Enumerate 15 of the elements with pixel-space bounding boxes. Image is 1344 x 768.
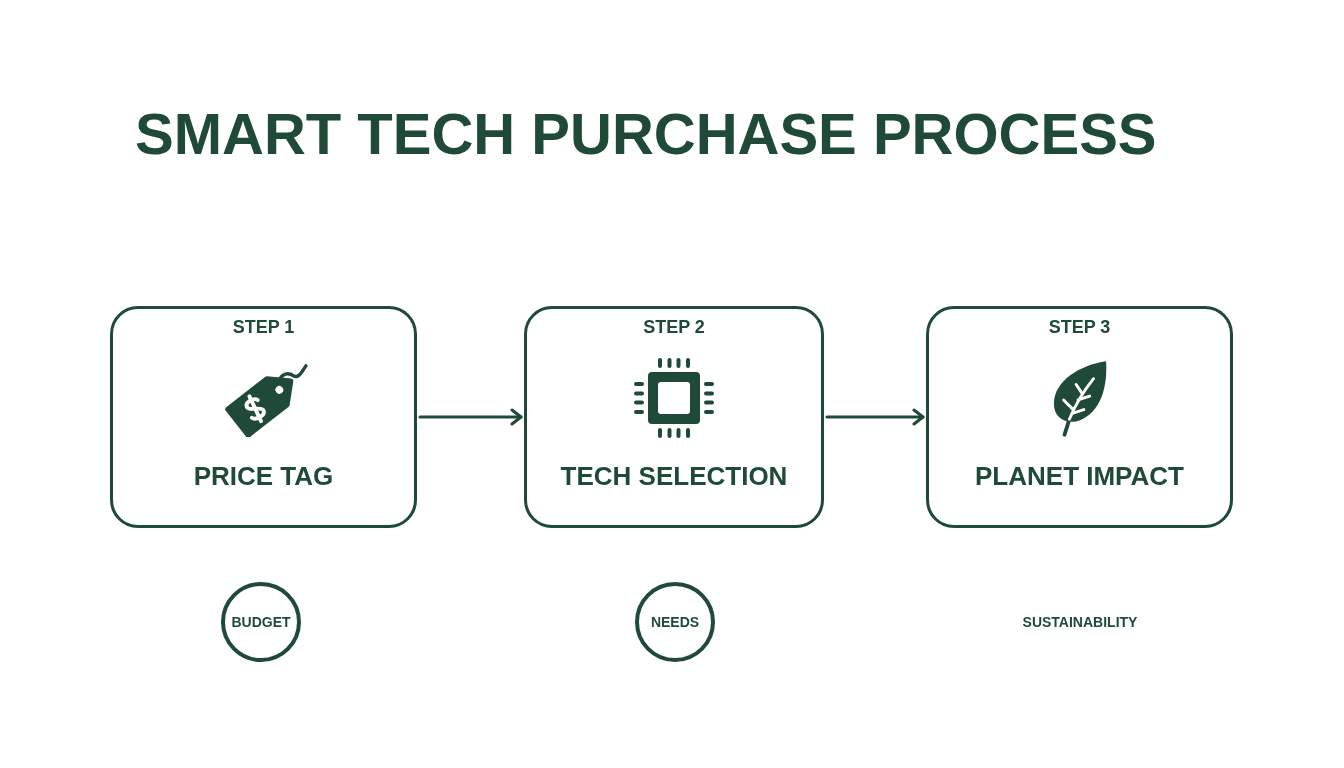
keyword-label: SUSTAINABILITY: [1021, 613, 1139, 632]
step-number: STEP 3: [1048, 317, 1111, 337]
step-number: STEP 2: [643, 317, 705, 337]
step-number: STEP 1: [232, 317, 295, 337]
step-card: [110, 306, 417, 528]
step-title: PRICE TAG: [193, 461, 334, 491]
step-title: TECH SELECTION: [560, 461, 788, 491]
arrow: [825, 408, 925, 426]
diagram-title: SMART TECH PURCHASE PROCESS: [135, 100, 1157, 168]
step-title: PLANET IMPACT: [975, 461, 1184, 491]
arrow: [418, 408, 523, 426]
step-card: [926, 306, 1233, 528]
step-card: [524, 306, 824, 528]
keyword-label: NEEDS: [650, 614, 700, 630]
keyword-label: BUDGET: [231, 614, 291, 630]
